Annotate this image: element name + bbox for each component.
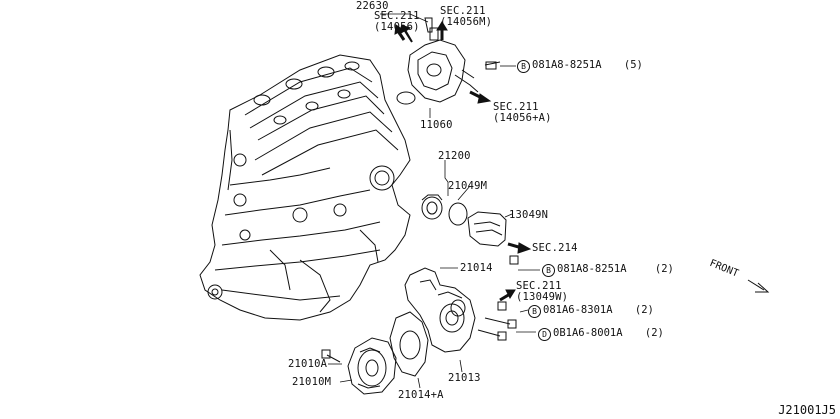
water-outlet-housing — [396, 17, 501, 105]
bolt-qty-4: (2) — [644, 327, 664, 339]
part-label-21013: 21013 — [448, 372, 481, 384]
sec-211-14056a-label: SEC.211 (14056+A) — [493, 102, 552, 124]
leader-lines — [328, 13, 540, 389]
water-inlet — [467, 211, 519, 265]
thermostat — [421, 194, 468, 226]
sec-211-13049w-line2: (13049W) — [516, 291, 569, 303]
water-pump-housing — [404, 267, 476, 353]
part-label-21010a: 21010A — [288, 358, 328, 370]
part-label-21200: 21200 — [438, 150, 471, 162]
flow-arrows — [394, 21, 532, 302]
water-pump — [347, 337, 397, 395]
sec-211-14056-line1: SEC.211 — [374, 10, 420, 22]
sec-211-14056a-line1: SEC.211 — [493, 101, 539, 113]
sec-211-14056a-line2: (14056+A) — [493, 112, 552, 124]
bolt-marker-b: B — [528, 305, 541, 318]
sec-211-14056-label: SEC.211 (14056) — [374, 11, 420, 33]
part-label-11060: 11060 — [420, 119, 453, 131]
engine-block — [199, 54, 411, 321]
bolt-marker-b: B — [517, 60, 530, 73]
water-pump-gasket — [389, 311, 429, 377]
bolt-code-1: 081A8-8251A — [532, 59, 602, 71]
sec-211-13049w-line1: SEC.211 — [516, 280, 562, 292]
sec-211-14056-line2: (14056) — [374, 21, 420, 33]
sec-211-14056m-label: SEC.211 (14056M) — [440, 6, 492, 28]
part-label-21014a: 21014+A — [398, 389, 444, 401]
part-label-13049n: 13049N — [509, 209, 549, 221]
sec-214-label: SEC.214 — [532, 242, 578, 254]
bolt-marker-b: B — [542, 264, 555, 277]
front-arrow — [747, 279, 770, 293]
part-label-22630: 22630 — [356, 0, 389, 12]
bolt-code-2: 081A8-8251A — [557, 263, 627, 275]
bolt-code-3: 081A6-8301A — [543, 304, 613, 316]
diagram-code: J21001J5 — [778, 403, 836, 417]
pump-bolt — [321, 349, 341, 363]
sec-211-14056m-line1: SEC.211 — [440, 5, 486, 17]
bolt-qty-3: (2) — [634, 304, 654, 316]
bolt-qty-2: (2) — [654, 263, 674, 275]
bolt-qty-1: (5) — [623, 59, 643, 71]
part-label-21049m: 21049M — [448, 180, 488, 192]
bolt-code-4: 0B1A6-8001A — [553, 327, 623, 339]
housing-bolts — [477, 301, 517, 341]
sec-211-14056m-line2: (14056M) — [440, 16, 493, 28]
sec-211-13049w-label: SEC.211 (13049W) — [516, 281, 568, 303]
bolt-marker-d: D — [538, 328, 551, 341]
part-label-21010m: 21010M — [292, 376, 332, 388]
part-label-21014: 21014 — [460, 262, 493, 274]
